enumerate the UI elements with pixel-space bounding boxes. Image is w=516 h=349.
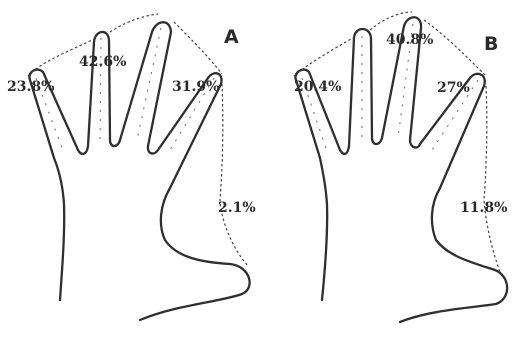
panel-a-letter: A bbox=[224, 26, 239, 48]
panel-a-middle-ring-percent: 42.6% bbox=[79, 54, 126, 70]
panel-b-thumb-boundary bbox=[484, 86, 500, 272]
panel-b-letter: B bbox=[484, 33, 498, 55]
panel-b-hand-outline bbox=[295, 17, 507, 322]
panel-a-index-percent: 23.8% bbox=[7, 79, 54, 95]
panel-a: A 23.8% 42.6% 31.9% 2.1% bbox=[7, 14, 256, 320]
panel-b-middle-ring-percent: 40.8% bbox=[386, 32, 433, 48]
panel-a-little-percent: 31.9% bbox=[172, 79, 219, 95]
panel-a-thumb-boundary bbox=[220, 84, 248, 266]
panel-b-little-percent: 27% bbox=[437, 80, 470, 96]
panel-b-thumb-percent: 11.8% bbox=[460, 200, 507, 216]
panel-b: B 20.4% 40.8% 27% 11.8% bbox=[294, 12, 507, 322]
panel-b-index-percent: 20.4% bbox=[294, 79, 341, 95]
panel-a-thumb-percent: 2.1% bbox=[218, 200, 256, 216]
